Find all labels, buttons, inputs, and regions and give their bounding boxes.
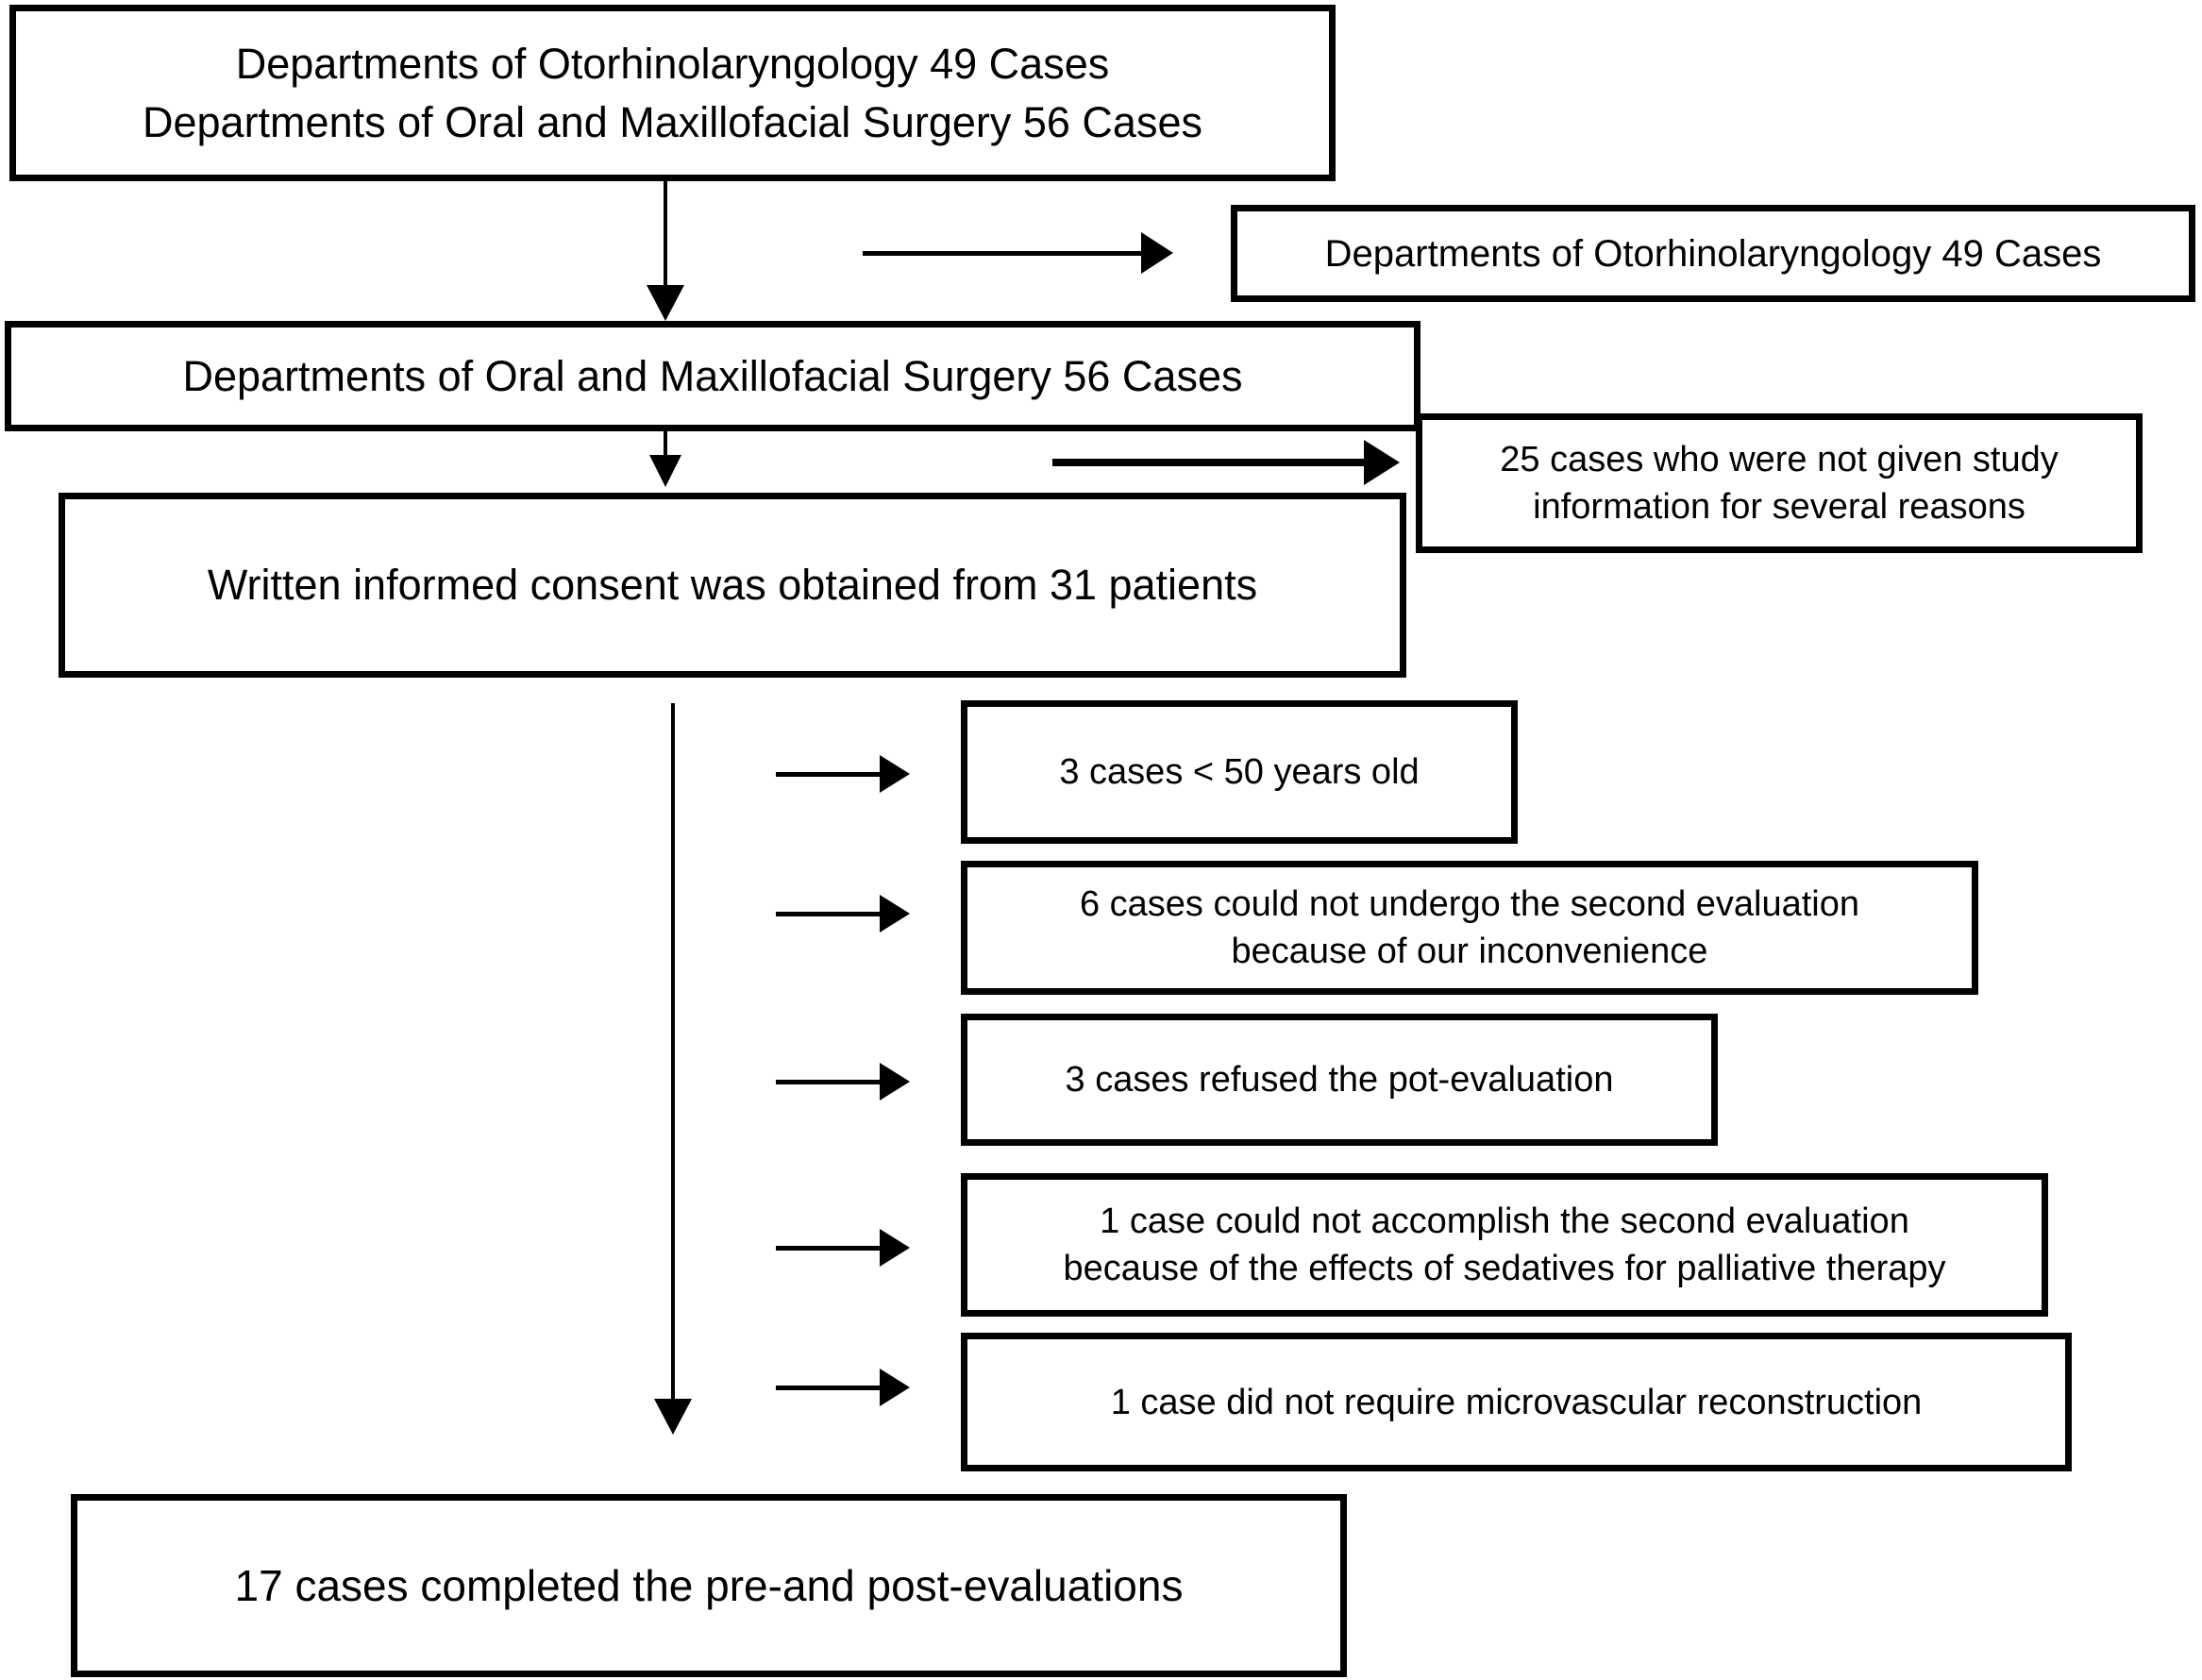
box-text-line: Departments of Otorhinolaryngology 49 Ca…: [235, 39, 1110, 88]
box-under-50-years: 3 cases < 50 years old: [961, 700, 1518, 844]
arrow-right-head-icon: [880, 1369, 910, 1406]
box-text-line: 1 case could not accomplish the second e…: [1100, 1201, 1909, 1241]
arrow-shaft: [664, 181, 667, 293]
box-refused-evaluation: 3 cases refused the pot-evaluation: [961, 1014, 1718, 1146]
box-text-line: information for several reasons: [1533, 487, 2026, 527]
box-source-departments: Departments of Otorhinolaryngology 49 Ca…: [9, 5, 1336, 181]
box-text-line: 17 cases completed the pre-and post-eval…: [234, 1561, 1184, 1610]
box-written-consent: Written informed consent was obtained fr…: [59, 493, 1406, 678]
box-sedatives-palliative: 1 case could not accomplish the second e…: [961, 1173, 2048, 1317]
box-second-evaluation-inconvenience: 6 cases could not undergo the second eva…: [961, 861, 1978, 995]
box-text-line: Departments of Oral and Maxillofacial Su…: [142, 97, 1202, 146]
box-oral-surgery-cases: Departments of Oral and Maxillofacial Su…: [5, 321, 1420, 431]
box-completed-evaluations: 17 cases completed the pre-and post-eval…: [71, 1494, 1347, 1677]
box-no-microvascular-reconstruction: 1 case did not require microvascular rec…: [961, 1333, 2072, 1471]
box-text-line: Departments of Oral and Maxillofacial Su…: [182, 351, 1243, 400]
arrow-right-head-icon: [880, 755, 910, 793]
arrow-right-head-icon: [1364, 440, 1400, 485]
box-text-line: 3 cases < 50 years old: [1059, 752, 1420, 792]
box-text-line: Written informed consent was obtained fr…: [207, 561, 1258, 609]
box-text-line: 6 cases could not undergo the second eva…: [1079, 884, 1860, 924]
arrow-right-head-icon: [880, 1229, 910, 1267]
arrow-right-head-icon: [880, 1063, 910, 1100]
box-text-line: 3 cases refused the pot-evaluation: [1065, 1060, 1614, 1100]
arrow-right-head-icon: [880, 895, 910, 932]
box-otorhinolaryngology-cases: Departments of Otorhinolaryngology 49 Ca…: [1231, 205, 2195, 302]
arrow-shaft: [1052, 459, 1364, 466]
box-text-line: 1 case did not require microvascular rec…: [1110, 1382, 1923, 1422]
arrow-shaft: [776, 772, 880, 777]
arrow-shaft: [863, 251, 1141, 256]
arrow-down-head-icon: [647, 285, 684, 321]
box-text-line: because of our inconvenience: [1231, 932, 1708, 971]
box-text-line: 25 cases who were not given study: [1500, 440, 2059, 479]
arrow-shaft: [671, 703, 675, 1402]
arrow-shaft: [776, 912, 880, 916]
arrow-shaft: [664, 431, 667, 458]
box-text-line: because of the effects of sedatives for …: [1063, 1249, 1946, 1288]
box-text-line: Departments of Otorhinolaryngology 49 Ca…: [1324, 232, 2102, 275]
arrow-down-head-icon: [649, 455, 681, 487]
box-not-given-info: 25 cases who were not given study inform…: [1416, 413, 2143, 553]
arrow-shaft: [776, 1246, 880, 1251]
arrow-shaft: [776, 1080, 880, 1084]
arrow-shaft: [776, 1386, 880, 1390]
arrow-right-head-icon: [1141, 232, 1173, 274]
arrow-down-head-icon: [654, 1399, 692, 1435]
